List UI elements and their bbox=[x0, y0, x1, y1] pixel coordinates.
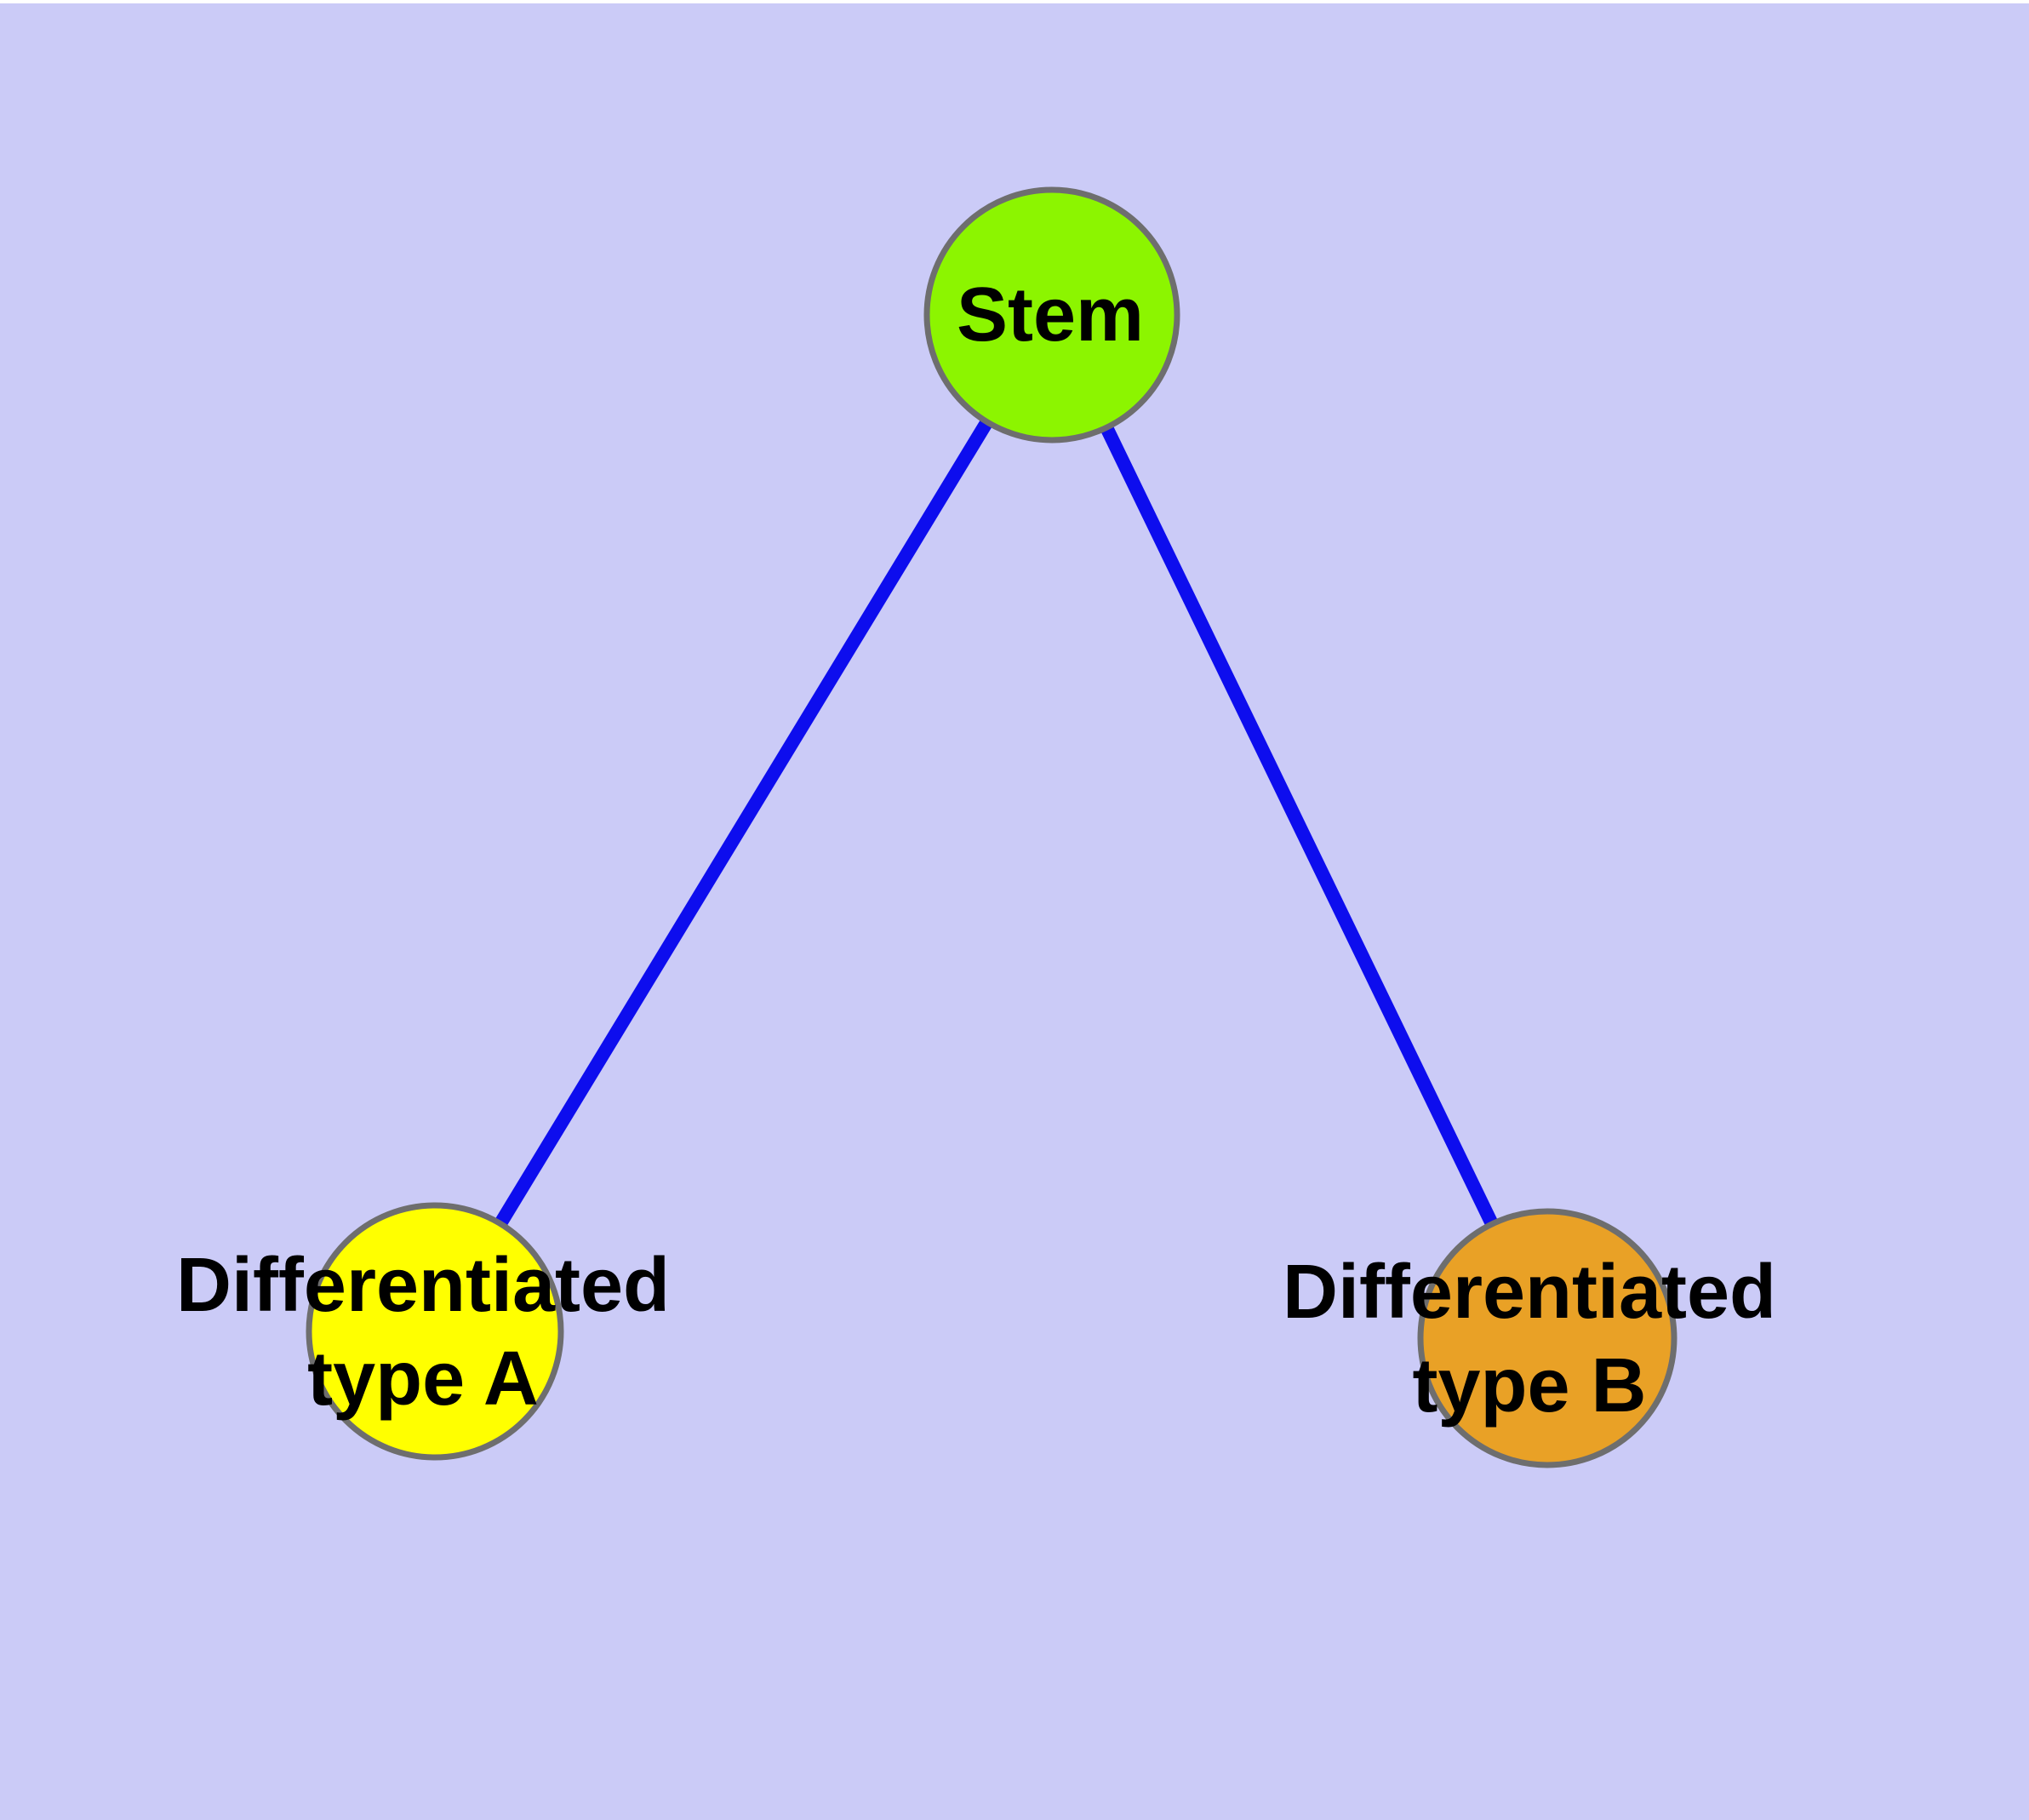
node-differentiated-type-a: Differentiated type A bbox=[176, 1202, 670, 1461]
node-type-b-circle bbox=[1417, 1208, 1677, 1468]
edges bbox=[429, 311, 1554, 1342]
top-margin-strip bbox=[0, 0, 2029, 3]
node-type-b-label-line2: type B bbox=[1412, 1343, 1646, 1428]
node-stem-label: Stem bbox=[957, 272, 1144, 358]
node-type-a-label-line2: type A bbox=[307, 1336, 539, 1422]
nodes: Stem Differentiated type A Differentiate… bbox=[176, 186, 1776, 1468]
edge-stem-to-type-a bbox=[429, 311, 1058, 1336]
edge-stem-to-type-b bbox=[1045, 312, 1554, 1342]
node-type-a-circle bbox=[306, 1202, 564, 1461]
node-type-a-label-line1: Differentiated bbox=[176, 1243, 670, 1328]
node-stem: Stem bbox=[923, 186, 1180, 444]
node-differentiated-type-b: Differentiated type B bbox=[1283, 1208, 1776, 1468]
node-type-b-label-line1: Differentiated bbox=[1283, 1250, 1776, 1335]
node-stem-circle bbox=[923, 186, 1180, 444]
